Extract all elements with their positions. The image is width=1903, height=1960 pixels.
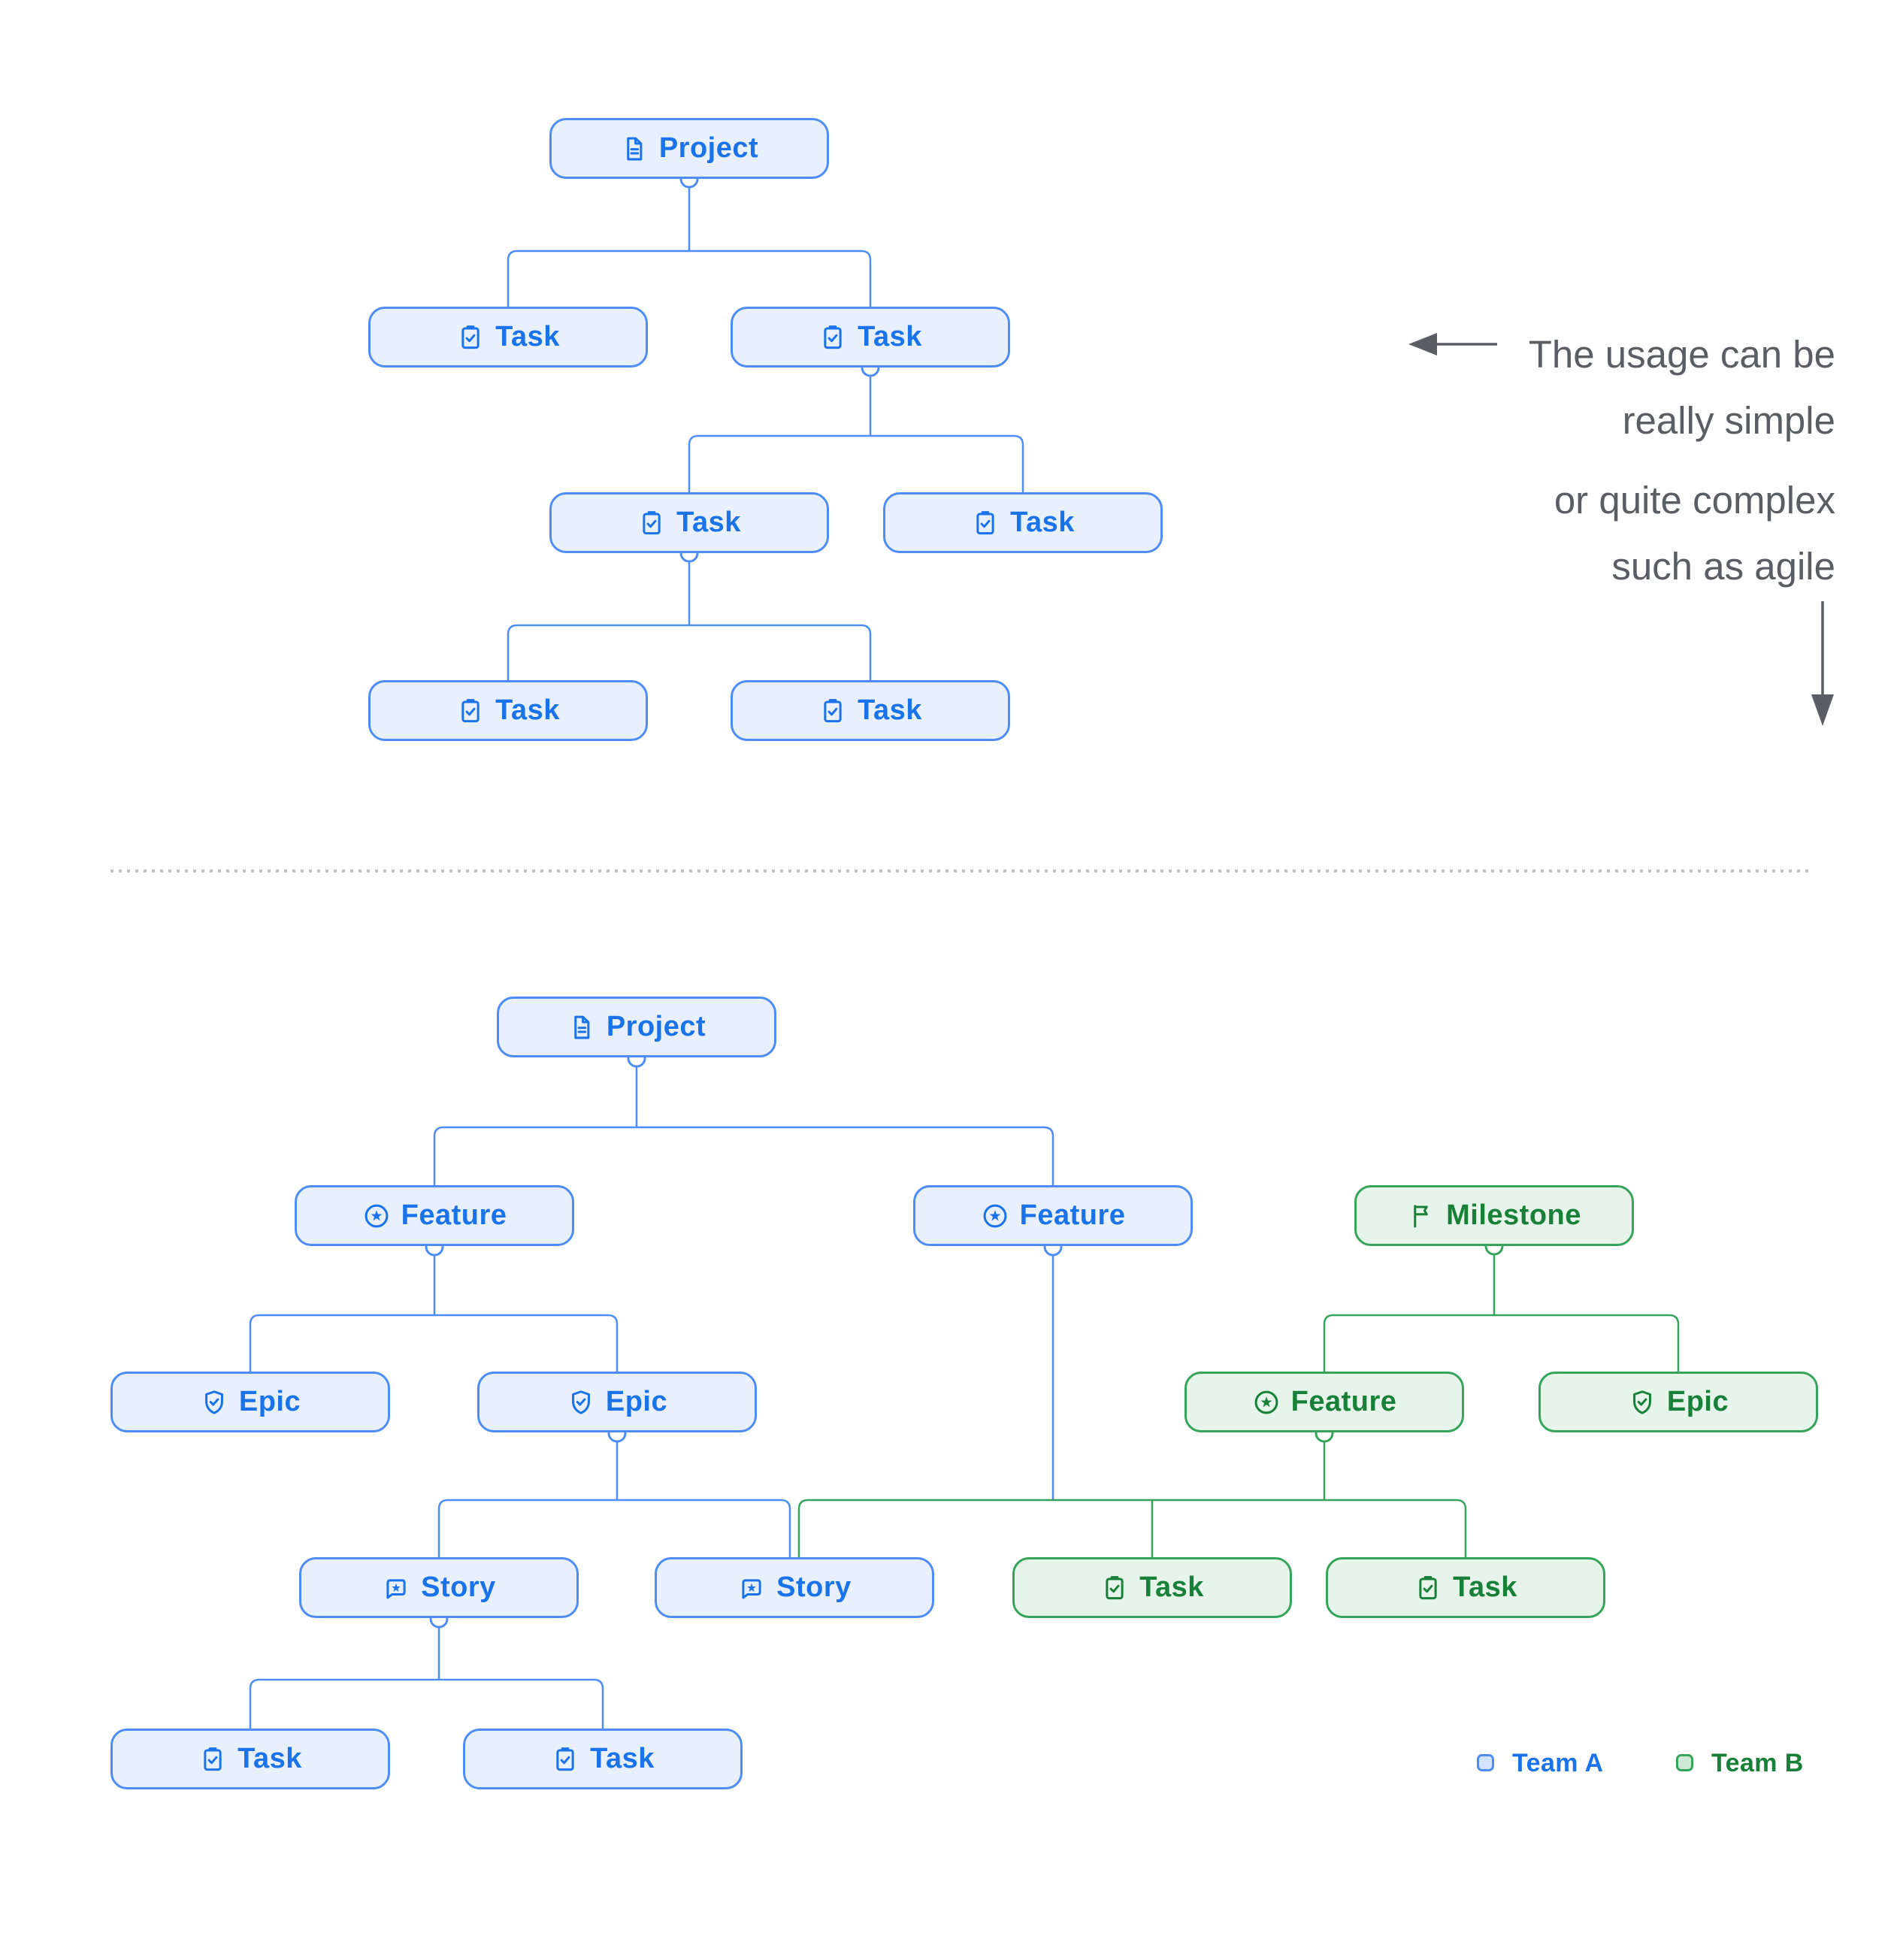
node-project: Project — [549, 118, 829, 179]
node-label: Task — [1010, 507, 1075, 538]
node-label: Task — [858, 694, 922, 726]
node-label: Epic — [605, 1386, 668, 1417]
annotation-line: or quite complex — [1554, 479, 1835, 522]
node-label: Epic — [1666, 1386, 1729, 1417]
clipboard-check-icon — [818, 697, 847, 725]
node-label: Feature — [401, 1199, 507, 1231]
annotation-simple: The usage can be really simple — [1529, 322, 1835, 454]
node-label: Milestone — [1446, 1199, 1581, 1231]
node-task: Task — [1012, 1557, 1292, 1618]
team-a-legend-label: Team A — [1512, 1749, 1604, 1777]
node-label: Feature — [1019, 1199, 1126, 1231]
star-circle-icon — [981, 1202, 1009, 1230]
annotation-complex: or quite complex such as agile — [1554, 467, 1835, 600]
team-b-swatch — [1676, 1754, 1693, 1771]
node-label: Task — [858, 321, 922, 352]
node-label: Task — [237, 1743, 302, 1774]
node-label: Story — [776, 1571, 852, 1603]
shield-check-icon — [200, 1388, 228, 1417]
node-label: Task — [1139, 1571, 1204, 1603]
node-epic: Epic — [1538, 1372, 1818, 1432]
node-label: Task — [1453, 1571, 1517, 1603]
node-task: Task — [1326, 1557, 1605, 1618]
document-icon — [620, 135, 649, 163]
node-label: Task — [676, 507, 741, 538]
star-circle-icon — [1252, 1388, 1281, 1417]
annotation-line: really simple — [1622, 399, 1835, 442]
node-task: Task — [463, 1729, 743, 1789]
annotation-line: such as agile — [1611, 545, 1835, 588]
clipboard-check-icon — [971, 509, 1000, 537]
node-epic: Epic — [477, 1372, 757, 1432]
node-feature: Feature — [913, 1185, 1193, 1246]
dotted-divider — [110, 870, 1811, 873]
node-task: Task — [883, 492, 1163, 553]
shield-check-icon — [1628, 1388, 1656, 1417]
node-label: Task — [590, 1743, 655, 1774]
team-b-connectors — [797, 1254, 1680, 1557]
clipboard-check-icon — [551, 1745, 579, 1774]
team-a-connectors — [249, 187, 1054, 1729]
clipboard-check-icon — [198, 1745, 227, 1774]
team-b-legend-label: Team B — [1711, 1749, 1804, 1777]
node-label: Project — [606, 1011, 706, 1042]
node-task: Task — [110, 1729, 390, 1789]
node-task: Task — [731, 680, 1010, 741]
clipboard-check-icon — [818, 323, 847, 352]
team-a-swatch — [1477, 1754, 1494, 1771]
clipboard-check-icon — [456, 323, 485, 352]
node-task: Task — [549, 492, 829, 553]
story-bubble-star-icon — [382, 1574, 410, 1602]
annotation-line: The usage can be — [1528, 333, 1835, 376]
left-arrow — [1408, 333, 1497, 355]
story-bubble-star-icon — [737, 1574, 766, 1602]
node-label: Project — [658, 132, 759, 164]
node-story: Story — [299, 1557, 579, 1618]
document-icon — [567, 1013, 596, 1042]
clipboard-check-icon — [637, 509, 666, 537]
clipboard-check-icon — [1100, 1574, 1129, 1602]
node-label: Epic — [238, 1386, 301, 1417]
clipboard-check-icon — [456, 697, 485, 725]
node-label: Story — [421, 1571, 496, 1603]
node-task: Task — [731, 307, 1010, 368]
node-epic: Epic — [110, 1372, 390, 1432]
node-label: Task — [495, 321, 560, 352]
node-task: Task — [368, 680, 648, 741]
node-feature: Feature — [295, 1185, 574, 1246]
node-task: Task — [368, 307, 648, 368]
node-feature: Feature — [1184, 1372, 1464, 1432]
node-story: Story — [655, 1557, 934, 1618]
clipboard-check-icon — [1414, 1574, 1442, 1602]
flag-icon — [1407, 1202, 1436, 1230]
node-milestone: Milestone — [1354, 1185, 1634, 1246]
node-label: Feature — [1290, 1386, 1397, 1417]
shield-check-icon — [567, 1388, 595, 1417]
down-arrow — [1811, 601, 1834, 726]
node-label: Task — [495, 694, 560, 726]
star-circle-icon — [362, 1202, 391, 1230]
node-project: Project — [497, 997, 776, 1057]
